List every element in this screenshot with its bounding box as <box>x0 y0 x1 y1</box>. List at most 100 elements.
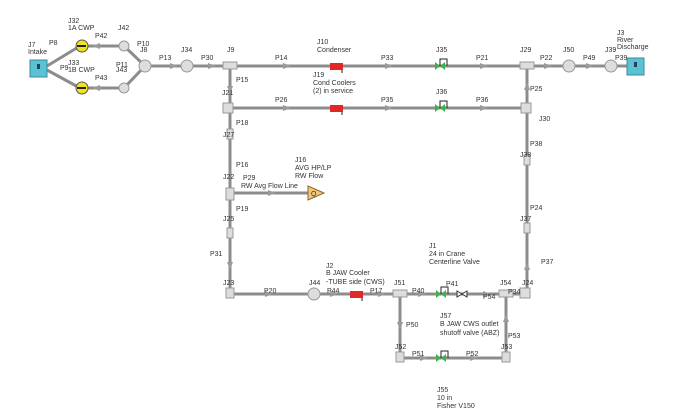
label-in-service: (2) in service <box>313 88 353 95</box>
junction-j50[interactable] <box>562 59 576 73</box>
elbow-j53[interactable] <box>501 351 511 363</box>
pipe-label-p51: P51 <box>412 351 425 358</box>
label-tube-side: -TUBE side (CWS) <box>326 279 385 286</box>
label-avg-hp-lp: AVG HP/LP <box>295 165 332 172</box>
label-j9: J9 <box>227 47 235 54</box>
pipe-label-p25: P25 <box>530 86 543 93</box>
pipe-label-p37: P37 <box>541 259 554 266</box>
label-j10: J10 <box>317 39 328 46</box>
label-rw-flow: RW Flow <box>295 173 324 180</box>
junction-j37[interactable] <box>523 222 531 234</box>
flow-control-j16[interactable]: Q <box>307 185 326 201</box>
junction-j27[interactable] <box>226 128 234 140</box>
label-j23: J23 <box>223 280 234 287</box>
label-24in-crane: 24 in Crane <box>429 251 465 258</box>
pipe-labels: P8 P9 P42 P43 P10 P11 P13 P30 P14 P33 P2… <box>49 33 628 358</box>
valve-j57[interactable] <box>456 290 468 298</box>
pipe-label-p8: P8 <box>49 40 58 47</box>
valve-j35[interactable] <box>435 58 448 70</box>
label-j16: J16 <box>295 157 306 164</box>
junction-j42[interactable] <box>118 40 130 52</box>
junctions <box>118 40 618 363</box>
tee-j9[interactable] <box>222 61 238 70</box>
label-shutoff-valve: shutoff valve (ABZ) <box>440 330 499 337</box>
label-j22: J22 <box>223 174 234 181</box>
junction-j43[interactable] <box>118 82 130 94</box>
elbow-j52[interactable] <box>395 351 405 363</box>
tee-j30[interactable] <box>520 102 532 114</box>
label-j27: J27 <box>223 132 234 139</box>
label-j36: J36 <box>436 89 447 96</box>
label-1b-cwp: 1B CWP <box>68 67 95 74</box>
label-j37: J37 <box>520 216 531 223</box>
pipe-label-p11: P11 <box>116 62 128 69</box>
heat-exchanger-j19[interactable] <box>330 105 343 115</box>
pipe-label-p43: P43 <box>95 75 108 82</box>
pipe-label-p41: P41 <box>446 281 459 288</box>
elbow-j23[interactable] <box>225 287 235 299</box>
label-j19: J19 <box>313 72 324 79</box>
label-fisher-v150: Fisher V150 <box>437 403 475 410</box>
label-1a-cwp: 1A CWP <box>68 25 95 32</box>
label-j54: J54 <box>500 280 511 287</box>
pipe-label-p20: P20 <box>264 288 277 295</box>
pipe-label-p34: P34 <box>508 289 521 296</box>
junction-j44[interactable] <box>307 287 321 301</box>
pipe-label-p26: P26 <box>275 97 288 104</box>
label-j3: J3 <box>617 30 625 37</box>
junction-j39[interactable] <box>604 59 618 73</box>
flow-arrows <box>92 43 594 361</box>
pipe-label-p17: P17 <box>370 288 383 295</box>
pipe-label-p33: P33 <box>381 55 394 62</box>
valve-j1[interactable] <box>436 286 449 298</box>
pipe-label-p13: P13 <box>159 55 172 62</box>
label-j57: J57 <box>440 313 451 320</box>
pipe-label-p31: P31 <box>210 251 223 258</box>
junction-j8[interactable] <box>138 59 152 73</box>
tank-j7[interactable] <box>29 59 48 78</box>
heat-exchanger-j10[interactable] <box>330 63 343 73</box>
tee-j22[interactable] <box>225 187 235 201</box>
pump-j32[interactable] <box>75 39 89 53</box>
label-j8: J8 <box>140 47 148 54</box>
pipe-p8[interactable] <box>46 44 81 68</box>
label-j55: J55 <box>437 387 448 394</box>
tee-j51[interactable] <box>392 289 408 298</box>
tee-j54[interactable] <box>498 289 514 298</box>
label-j1: J1 <box>429 243 437 250</box>
label-j21: J21 <box>222 90 233 97</box>
labels: J7 Intake J32 1A CWP J33 1B CWP J42 J43 … <box>28 18 649 410</box>
heat-exchanger-j2[interactable] <box>350 291 363 301</box>
elbow-j34[interactable] <box>519 287 531 299</box>
label-j24: J24 <box>522 280 533 287</box>
tank-j3[interactable] <box>626 57 645 76</box>
valve-j36[interactable] <box>435 100 448 112</box>
tee-j29[interactable] <box>519 61 535 70</box>
tee-j21[interactable] <box>222 102 234 114</box>
label-discharge: Discharge <box>617 44 649 51</box>
label-j7: J7 <box>28 42 36 49</box>
pipe-label-p21: P21 <box>476 55 489 62</box>
label-b-jaw-cooler: B JAW Cooler <box>326 270 370 277</box>
label-condenser: Condenser <box>317 47 352 54</box>
junction-j25[interactable] <box>226 227 234 239</box>
pump-j33[interactable] <box>75 81 89 95</box>
label-j2: J2 <box>326 263 334 270</box>
valve-j55[interactable] <box>436 350 449 362</box>
label-j32: J32 <box>68 18 79 25</box>
label-river: River <box>617 37 634 44</box>
pipe-label-p14: P14 <box>275 55 288 62</box>
label-j29: J29 <box>520 47 531 54</box>
pipe-label-p24: P24 <box>530 205 543 212</box>
label-j50: J50 <box>563 47 574 54</box>
pipe-label-p39: P39 <box>615 55 628 62</box>
junction-j38[interactable] <box>523 154 531 166</box>
pipe-p9[interactable] <box>46 68 81 90</box>
label-j44: J44 <box>309 280 320 287</box>
label-cond-coolers: Cond Coolers <box>313 80 356 87</box>
label-j42: J42 <box>118 25 129 32</box>
pipe-label-p42: P42 <box>95 33 108 40</box>
label-intake: Intake <box>28 49 47 56</box>
junction-j34[interactable] <box>180 59 194 73</box>
pipe-label-p10: P10 <box>137 41 150 48</box>
